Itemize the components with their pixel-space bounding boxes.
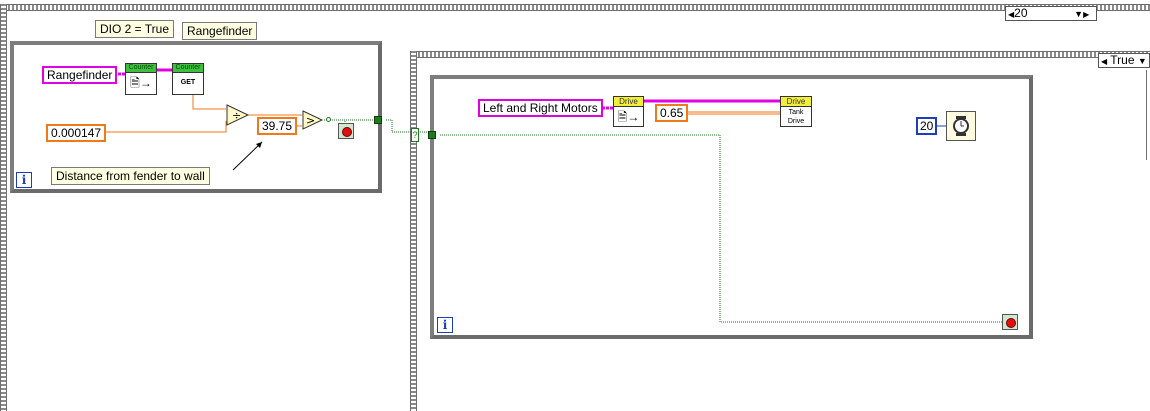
tank-drive-header: Drive [781, 97, 811, 107]
loop2-input-tunnel [428, 131, 436, 139]
counter-get-header: Counter [173, 64, 203, 73]
open-reference-icon: 🗎→ [130, 76, 152, 90]
rangefinder-label: Rangefinder [182, 22, 258, 40]
loop1-iteration-terminal: i [16, 172, 32, 188]
loop2-stop-terminal[interactable] [1002, 314, 1018, 330]
inner-case-decrement-icon[interactable]: ◀ [1101, 57, 1108, 66]
counter-open-header: Counter [126, 64, 156, 73]
outer-case-increment-icon[interactable]: ▶ [1083, 10, 1090, 19]
inner-case-selector[interactable]: ◀ True ▼ [1098, 53, 1150, 68]
inner-case-frame-left [410, 51, 417, 411]
divide-icon: ÷ [226, 104, 250, 126]
counter-get-body: GET [180, 79, 196, 86]
outer-case-selector[interactable]: ◀20 ▼▶ [1005, 6, 1097, 21]
counter-get-vi[interactable]: Counter GET [172, 63, 204, 95]
outer-frame-right-edge [1146, 70, 1150, 160]
distance-comment: Distance from fender to wall [51, 167, 210, 185]
loop1-output-tunnel [374, 116, 382, 124]
stopwatch-icon [953, 116, 969, 136]
case-selector-terminal: ? [411, 128, 419, 142]
inner-case-selector-value: True [1110, 53, 1135, 67]
outer-case-selector-value: 20 [1014, 6, 1028, 20]
junction-dot [326, 117, 331, 122]
wait-constant[interactable]: 20 [916, 117, 938, 135]
outer-case-decrement-icon[interactable]: ◀ [1008, 10, 1015, 19]
inner-case-frame-top [410, 51, 1150, 58]
threshold-constant[interactable]: 39.75 [257, 117, 298, 135]
loop1-stop-terminal[interactable] [338, 123, 354, 139]
factor-constant[interactable]: 0.000147 [46, 124, 107, 142]
speed-constant[interactable]: 0.65 [655, 104, 689, 122]
counter-open-vi[interactable]: Counter 🗎→ [125, 63, 157, 95]
loop2-iteration-terminal: i [437, 317, 453, 333]
svg-text:÷: ÷ [232, 109, 241, 122]
tank-drive-vi[interactable]: Drive Tank Drive [780, 96, 812, 127]
dropdown-arrow-icon[interactable]: ▼ [1074, 9, 1084, 19]
inner-case-dropdown-icon[interactable]: ▼ [1137, 56, 1147, 66]
svg-text:>: > [306, 114, 315, 127]
wait-ms-node[interactable] [946, 111, 976, 141]
dio-label: DIO 2 = True [95, 20, 175, 38]
outer-frame-top [0, 4, 1150, 11]
while-loop-2[interactable] [430, 75, 1033, 339]
tank-drive-line1: Tank [788, 109, 804, 116]
rangefinder-control[interactable]: Rangefinder [42, 66, 118, 84]
tank-drive-line2: Drive [787, 118, 805, 125]
motors-control[interactable]: Left and Right Motors [478, 99, 603, 117]
drive-open-reference-icon: 🗎→ [617, 110, 640, 124]
greater-than-node[interactable]: > [302, 110, 324, 130]
divide-node[interactable]: ÷ [226, 104, 250, 126]
outer-frame-left [0, 4, 7, 411]
drive-open-header: Drive [614, 97, 643, 107]
drive-open-vi[interactable]: Drive 🗎→ [613, 96, 644, 127]
greater-than-icon: > [302, 110, 324, 130]
